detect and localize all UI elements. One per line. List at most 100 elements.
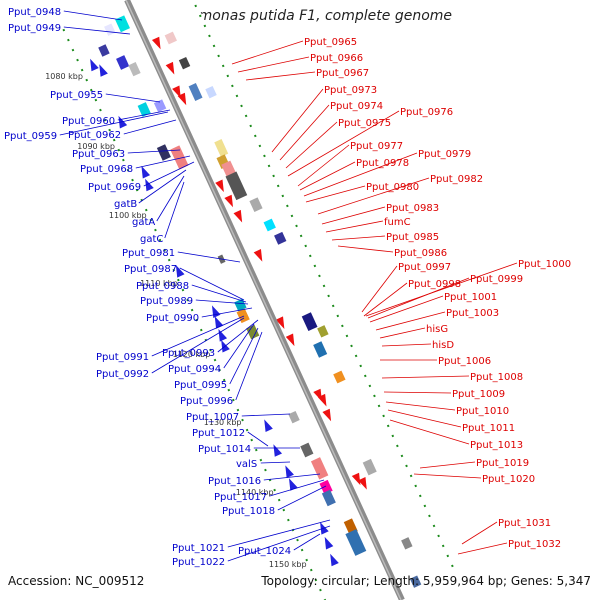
left-gene-label: Pput_0987 [124,264,177,275]
right-gene-label: Pput_1032 [508,539,561,550]
direction-arrow [358,477,367,490]
right-leader-line [321,206,386,225]
gene-block [301,312,318,332]
left-leader-line [201,307,253,318]
genome-summary-text: Topology: circular; Length: 5,959,964 bp… [261,574,591,588]
left-gene-label: Pput_0960 [62,116,115,127]
left-leader-line [105,93,161,103]
right-gene-label: Pput_0980 [366,182,419,193]
right-gene-label: fumC [384,217,411,228]
right-leader-line [419,461,476,469]
direction-arrow [317,393,327,407]
ruler-line-left [62,28,327,600]
left-gene-label: Pput_0949 [8,23,61,34]
left-gene-label: gatB [114,199,137,210]
right-gene-label: Pput_0973 [324,85,377,96]
right-leader-line [365,262,518,317]
right-leader-line [413,473,482,479]
right-gene-label: Pput_0965 [304,37,357,48]
left-leader-line [277,485,327,511]
left-leader-line [227,519,331,548]
gene-block [401,537,413,550]
ruler-tick-label: 1080 kbp [45,72,83,81]
right-leader-line [363,282,408,317]
right-leader-line [457,542,508,555]
left-leader-line [247,431,269,447]
left-leader-line [195,299,249,305]
left-leader-line [235,331,263,401]
ruler-line-right [191,0,458,576]
left-leader-line [164,181,185,239]
left-gene-label: Pput_0988 [136,281,189,292]
ruler-tick-label: 1130 kbp [204,418,242,427]
gene-block [409,575,422,588]
right-leader-line [461,521,498,545]
left-gene-label: gatC [140,234,163,245]
left-leader-line [263,473,321,481]
left-leader-line [269,479,325,497]
direction-arrow [264,419,273,432]
right-leader-line [305,185,366,203]
gene-block [310,457,329,480]
gene-block [214,139,229,157]
ruler-tick-label: 1100 kbp [109,211,147,220]
right-gene-label: Pput_0967 [316,68,369,79]
left-leader-line [227,525,331,562]
direction-arrow [330,553,339,567]
gene-block [362,458,377,476]
right-leader-line [383,391,452,394]
gene-block [333,370,346,384]
gene-block [321,489,336,507]
left-gene-label: Pput_0962 [68,130,121,141]
left-gene-label: Pput_0981 [122,248,175,259]
genome-backbone [124,0,405,600]
right-leader-line [237,56,310,73]
direction-arrow [285,333,295,347]
right-gene-label: Pput_0997 [398,262,451,273]
direction-arrow [351,472,361,486]
left-leader-line [217,319,259,353]
right-leader-line [303,152,418,197]
gene-block [104,23,116,36]
right-gene-label: Pput_0983 [386,203,439,214]
gene-block [205,85,217,99]
right-gene-label: Pput_0975 [338,118,391,129]
right-leader-line [337,245,394,253]
right-leader-line [369,295,444,323]
right-gene-label: Pput_0979 [418,149,471,160]
right-leader-line [389,419,470,445]
direction-arrow [151,36,161,50]
accession-text: Accession: NC_009512 [8,574,145,588]
direction-arrow [90,58,99,72]
right-gene-label: Pput_1013 [470,440,523,451]
direction-arrow [324,536,334,550]
left-gene-label: Pput_0948 [8,7,61,18]
right-gene-label: Pput_0998 [408,279,461,290]
direction-arrow [141,165,151,179]
right-gene-label: Pput_0985 [386,232,439,243]
left-gene-label: Pput_1012 [192,428,245,439]
gene-block [217,132,231,147]
left-leader-line [179,267,245,301]
left-leader-line [138,169,187,204]
right-gene-label: Pput_1008 [470,372,523,383]
gene-block [313,341,328,358]
left-leader-line [123,119,177,135]
gene-block [317,325,329,338]
right-leader-line [325,220,384,233]
left-leader-line [260,461,291,464]
backbone-highlight [125,0,402,600]
direction-arrow [175,265,185,278]
right-gene-label: Pput_0977 [350,141,403,152]
left-leader-line [127,149,181,154]
right-leader-line [385,401,456,411]
right-gene-label: Pput_0966 [310,53,363,64]
gene-block [98,44,110,57]
direction-arrow [322,408,332,422]
gene-block [170,145,189,170]
left-gene-label: Pput_0992 [96,369,149,380]
right-gene-label: Pput_0974 [330,101,383,112]
gene-block [274,231,287,245]
left-gene-label: Pput_1022 [172,557,225,568]
ruler-tick-label: 1140 kbp [236,488,274,497]
